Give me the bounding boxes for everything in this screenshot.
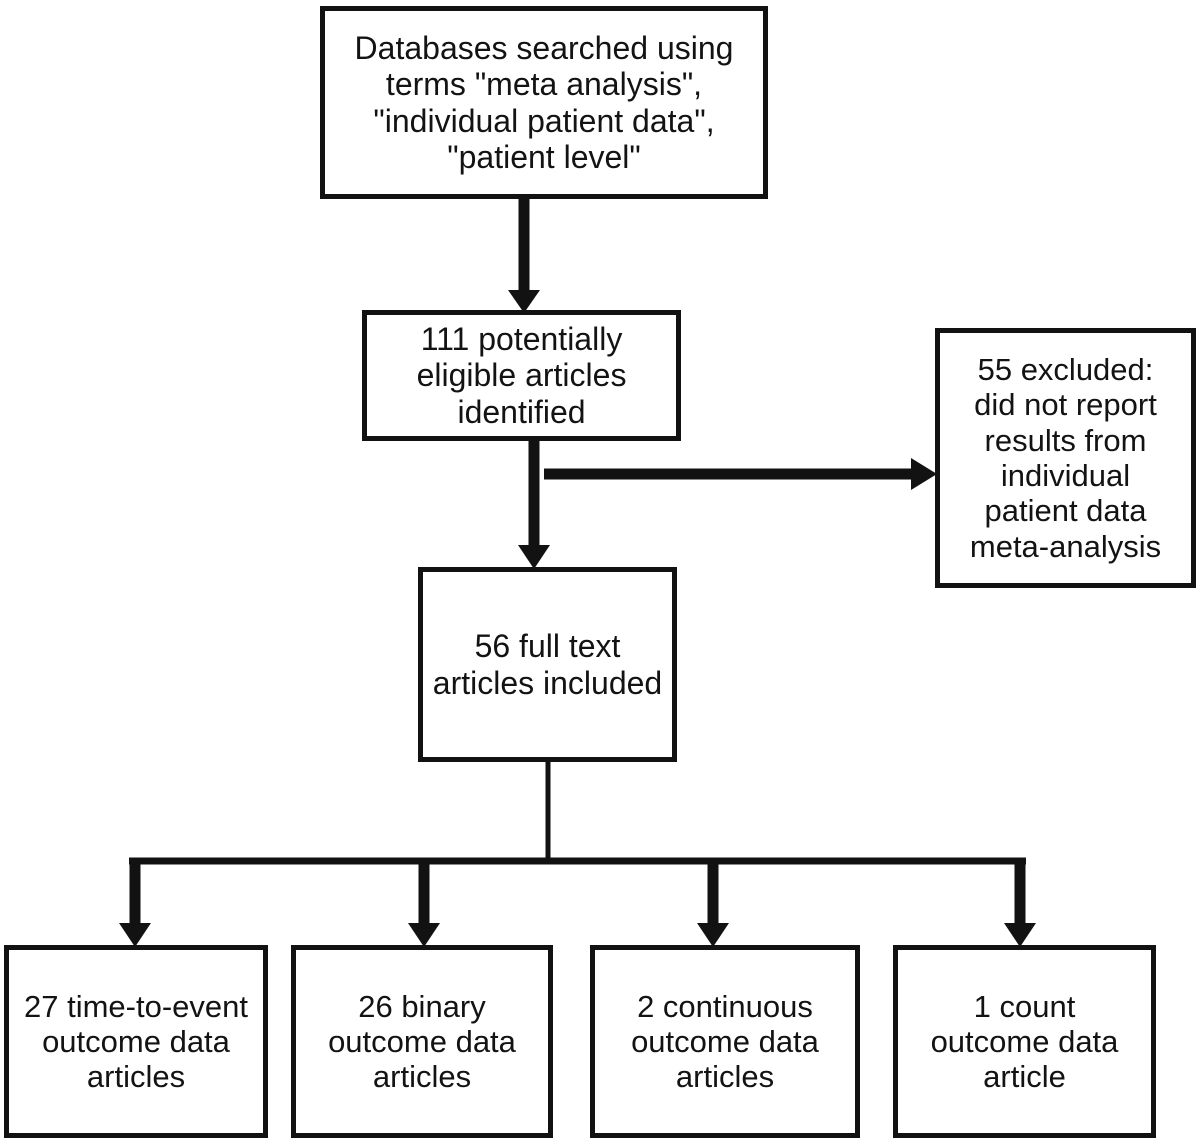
node-full-text-included: 56 full text articles included bbox=[418, 567, 677, 762]
node-eligible-articles-label: 111 potentially eligible articles identi… bbox=[416, 320, 627, 430]
arrow-to-continuous bbox=[697, 858, 729, 947]
node-full-text-included-label: 56 full text articles included bbox=[432, 628, 663, 701]
arrow-to-time-to-event bbox=[119, 858, 151, 947]
node-excluded-articles: 55 excluded: did not report results from… bbox=[935, 328, 1196, 588]
node-count-article-label: 1 count outcome data article bbox=[930, 988, 1119, 1095]
node-continuous-articles-label: 2 continuous outcome data articles bbox=[631, 988, 819, 1095]
arrow-search-to-eligible bbox=[508, 196, 540, 313]
arrow-eligible-to-fulltext bbox=[518, 437, 550, 569]
arrow-to-count bbox=[1004, 858, 1036, 947]
node-eligible-articles: 111 potentially eligible articles identi… bbox=[362, 310, 681, 441]
node-time-to-event-articles-label: 27 time-to-event outcome data articles bbox=[24, 988, 248, 1095]
arrow-to-binary bbox=[408, 858, 440, 947]
node-time-to-event-articles: 27 time-to-event outcome data articles bbox=[4, 945, 268, 1138]
node-databases-searched-label: Databases searched using terms "meta ana… bbox=[354, 29, 734, 175]
node-continuous-articles: 2 continuous outcome data articles bbox=[590, 945, 860, 1138]
node-count-article: 1 count outcome data article bbox=[893, 945, 1156, 1138]
node-excluded-articles-label: 55 excluded: did not report results from… bbox=[969, 352, 1162, 564]
node-binary-articles: 26 binary outcome data articles bbox=[291, 945, 553, 1138]
arrow-eligible-to-excluded bbox=[544, 458, 937, 490]
node-databases-searched: Databases searched using terms "meta ana… bbox=[320, 6, 768, 199]
node-binary-articles-label: 26 binary outcome data articles bbox=[328, 988, 516, 1095]
